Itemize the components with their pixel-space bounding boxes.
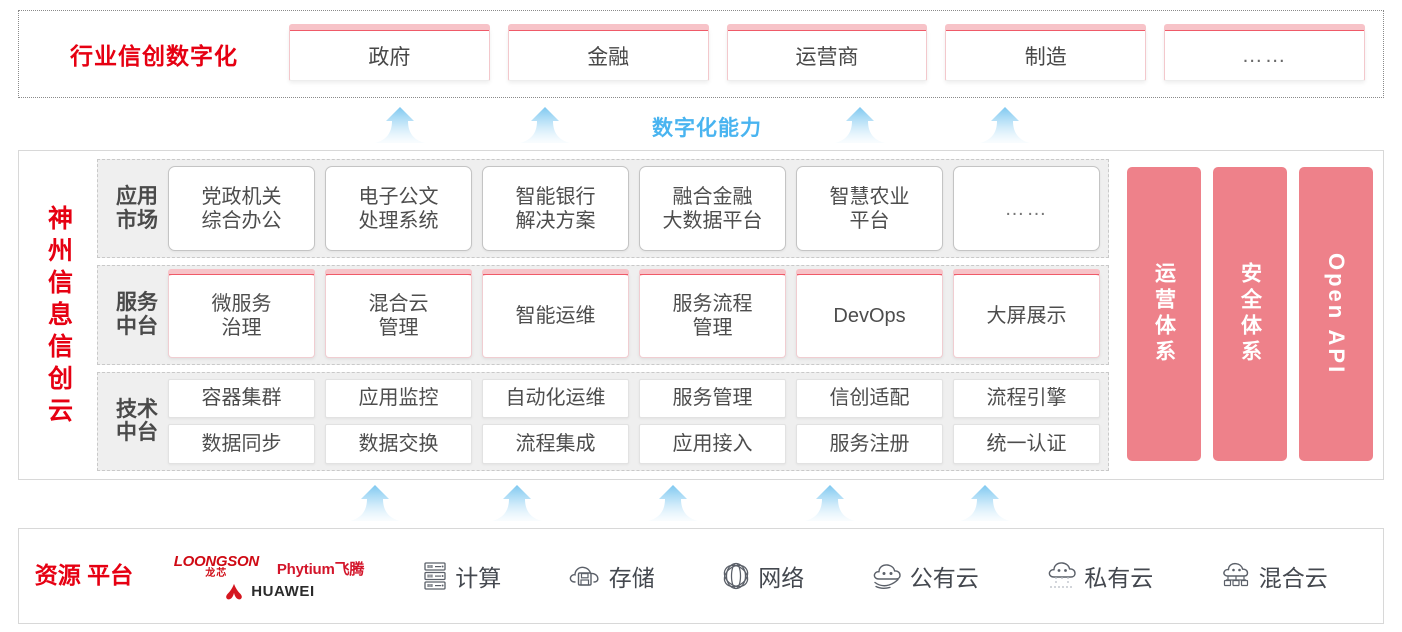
app-cell-smart-bank-solution[interactable]: 智能银行 解决方案 [482, 166, 629, 252]
cloud-layer-list: 应用 市场 党政机关 综合办公 电子公文 处理系统 智能银行 解决方案 融合金融… [97, 159, 1115, 471]
tech-cell-process-engine[interactable]: 流程引擎 [953, 378, 1100, 419]
app-cell-smart-agriculture-platform[interactable]: 智慧农业 平台 [796, 166, 943, 252]
industry-box-label: 运营商 [795, 45, 859, 69]
app-cell-government-office[interactable]: 党政机关 综合办公 [168, 166, 315, 252]
vendor-logo-list: LOONGSON 龙芯 Phytium飞腾 HUAWEI [149, 552, 389, 601]
resource-item-compute[interactable]: 计算 [422, 559, 501, 593]
up-arrow-icon [518, 106, 572, 144]
tech-cell-xinchuang-adaptation[interactable]: 信创适配 [796, 378, 943, 419]
network-globe-icon [724, 562, 749, 590]
up-arrow-icon [803, 484, 857, 522]
industry-box-label: 政府 [368, 45, 411, 69]
resource-item-hybrid-cloud[interactable]: 混合云 [1220, 559, 1328, 593]
cloud-disk-icon [569, 566, 599, 586]
huawei-logo-text: HUAWEI [251, 583, 315, 600]
layer-label-service-platform: 服务 中台 [116, 291, 158, 338]
up-arrow-icon [833, 106, 887, 144]
cloud-platform-title: 神州信息信创云 [44, 205, 73, 429]
resource-item-public-cloud[interactable]: 公有云 [871, 559, 979, 593]
vendor-logo-row-1: LOONGSON 龙芯 Phytium飞腾 [174, 554, 365, 579]
pillar-open-api[interactable]: Open API [1299, 167, 1373, 461]
svc-cell-devops[interactable]: DevOps [796, 269, 943, 358]
resource-item-label: 公有云 [909, 565, 979, 591]
loongson-logo-subtext: 龙芯 [205, 567, 228, 579]
resource-item-private-cloud[interactable]: 私有云 [1045, 559, 1153, 593]
resource-item-network[interactable]: 网络 [721, 559, 804, 593]
industry-box-government[interactable]: 政府 [289, 24, 490, 81]
digital-capability-arrow-strip: 数字化能力 [18, 104, 1384, 146]
industry-box-list: 政府 金融 运营商 制造 …… [289, 24, 1383, 81]
digital-capability-label: 数字化能力 [652, 117, 762, 140]
industry-box-label: …… [1241, 43, 1288, 67]
up-arrow-icon [490, 484, 544, 522]
tech-cell-process-integration[interactable]: 流程集成 [482, 424, 629, 464]
service-platform-cells: 微服务 治理 混合云 管理 智能运维 服务流程 管理 DevOps 大屏展示 [168, 269, 1100, 358]
industry-box-more[interactable]: …… [1164, 24, 1365, 81]
resource-item-label: 混合云 [1258, 565, 1328, 591]
app-cell-e-document-system[interactable]: 电子公文 处理系统 [325, 166, 472, 252]
cross-cutting-pillar-list: 运营体系 安全体系 Open API [1115, 159, 1373, 471]
resource-item-label: 存储 [608, 565, 655, 591]
layer-label-application-market: 应用 市场 [116, 185, 158, 232]
huawei-logo: HUAWEI [223, 583, 315, 601]
layer-technical-platform: 技术 中台 容器集群 应用监控 自动化运维 服务管理 信创适配 流程引擎 数据同… [97, 371, 1109, 471]
phytium-logo: Phytium飞腾 [276, 560, 365, 578]
app-cell-finance-bigdata-platform[interactable]: 融合金融 大数据平台 [639, 166, 786, 252]
svc-cell-service-process-management[interactable]: 服务流程 管理 [639, 269, 786, 358]
up-arrow-icon [373, 106, 427, 144]
tech-cell-application-monitoring[interactable]: 应用监控 [325, 378, 472, 419]
industry-band-title: 行业信创数字化 [70, 43, 238, 69]
layer-application-market: 应用 市场 党政机关 综合办公 电子公文 处理系统 智能银行 解决方案 融合金融… [97, 159, 1109, 259]
private-cloud-icon [1048, 562, 1076, 588]
app-cell-more[interactable]: …… [953, 166, 1100, 252]
tech-cell-data-exchange[interactable]: 数据交换 [325, 424, 472, 464]
svc-cell-hybrid-cloud-management[interactable]: 混合云 管理 [325, 269, 472, 358]
layer-service-platform: 服务 中台 微服务 治理 混合云 管理 智能运维 服务流程 管理 DevOps … [97, 265, 1109, 365]
tech-cell-service-management[interactable]: 服务管理 [639, 378, 786, 419]
huawei-flower-icon [226, 583, 243, 599]
industry-box-manufacturing[interactable]: 制造 [945, 24, 1147, 81]
resource-item-label: 网络 [758, 565, 805, 591]
pillar-security-system[interactable]: 安全体系 [1213, 167, 1287, 461]
up-arrow-icon [958, 484, 1012, 522]
tech-cell-container-cluster[interactable]: 容器集群 [168, 378, 315, 419]
tech-cell-automated-ops[interactable]: 自动化运维 [482, 378, 629, 419]
technical-platform-row-2: 数据同步 数据交换 流程集成 应用接入 服务注册 统一认证 [168, 424, 1100, 464]
tech-cell-unified-authentication[interactable]: 统一认证 [953, 424, 1100, 464]
resource-platform-title: 资源 平台 [34, 562, 134, 589]
layer-label-technical-platform: 技术 中台 [116, 397, 158, 445]
server-rack-icon [424, 562, 446, 590]
up-arrow-icon [646, 484, 700, 522]
resource-uplink-arrow-strip [18, 484, 1384, 524]
industry-box-operator[interactable]: 运营商 [726, 24, 928, 81]
public-cloud-icon [873, 564, 901, 589]
industry-box-label: 金融 [587, 45, 630, 69]
industry-band: 行业信创数字化 政府 金融 运营商 制造 …… [18, 10, 1384, 98]
loongson-logo: LOONGSON 龙芯 [174, 554, 259, 579]
industry-box-label: 制造 [1024, 45, 1067, 69]
pillar-operations-system[interactable]: 运营体系 [1127, 167, 1201, 461]
resource-item-label: 私有云 [1084, 565, 1154, 591]
loongson-logo-text: LOONGSON [173, 552, 259, 570]
application-market-cells: 党政机关 综合办公 电子公文 处理系统 智能银行 解决方案 融合金融 大数据平台… [168, 166, 1100, 252]
up-arrow-icon [348, 484, 402, 522]
tech-cell-service-registry[interactable]: 服务注册 [796, 424, 943, 464]
resource-item-storage[interactable]: 存储 [568, 559, 655, 593]
svc-cell-aiops[interactable]: 智能运维 [482, 269, 629, 358]
resource-item-list: 计算 存储 网络 [389, 559, 1383, 593]
tech-cell-application-access[interactable]: 应用接入 [639, 424, 786, 464]
resource-platform-panel: 资源 平台 LOONGSON 龙芯 Phytium飞腾 HUAWEI [18, 528, 1384, 624]
technical-platform-cells: 容器集群 应用监控 自动化运维 服务管理 信创适配 流程引擎 数据同步 数据交换… [168, 378, 1100, 464]
resource-item-label: 计算 [455, 565, 502, 591]
tech-cell-data-sync[interactable]: 数据同步 [168, 424, 315, 464]
svc-cell-microservice-governance[interactable]: 微服务 治理 [168, 269, 315, 358]
svc-cell-large-screen-display[interactable]: 大屏展示 [953, 269, 1100, 358]
industry-box-finance[interactable]: 金融 [507, 24, 709, 81]
cloud-platform-panel: 神州信息信创云 应用 市场 党政机关 综合办公 电子公文 处理系统 智能银行 解… [18, 150, 1384, 480]
technical-platform-row-1: 容器集群 应用监控 自动化运维 服务管理 信创适配 流程引擎 [168, 378, 1100, 419]
hybrid-cloud-icon [1222, 562, 1248, 587]
up-arrow-icon [978, 106, 1032, 144]
